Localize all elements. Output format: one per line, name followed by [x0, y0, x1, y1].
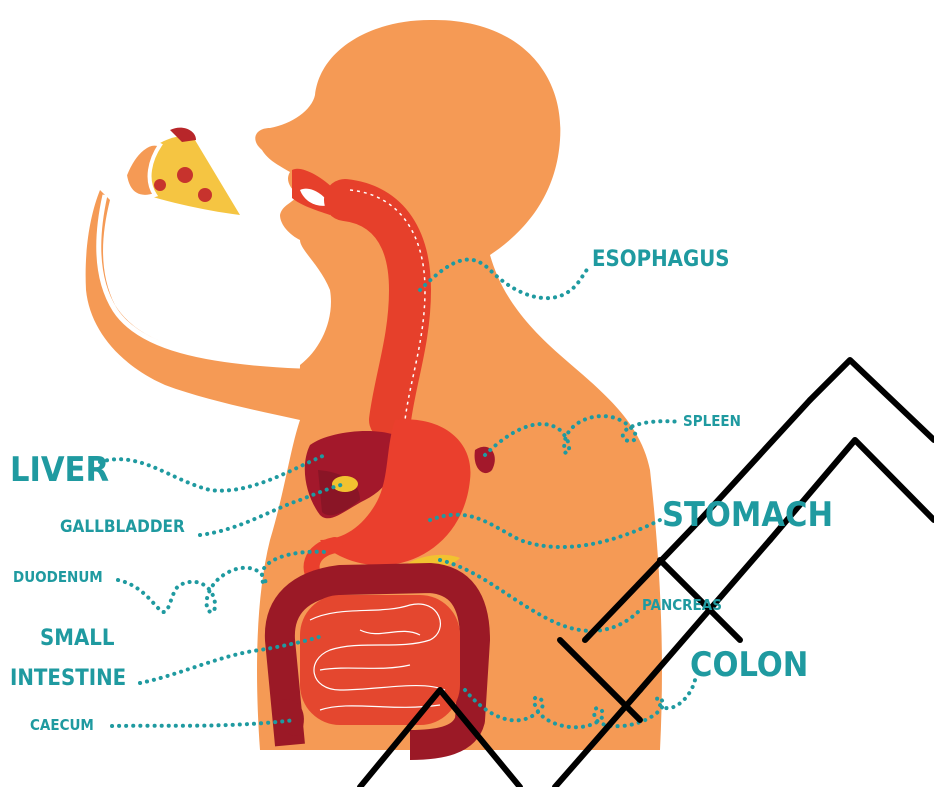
- small-intestine: [300, 595, 460, 725]
- label-esophagus: ESOPHAGUS: [592, 249, 730, 271]
- label-liver: LIVER: [10, 453, 109, 487]
- pizza-slice: [125, 128, 240, 215]
- label-small-intestine-line1: SMALL: [40, 628, 115, 650]
- pepperoni: [177, 167, 193, 183]
- gallbladder: [332, 476, 358, 492]
- label-pancreas: PANCREAS: [642, 598, 722, 613]
- label-caecum: CAECUM: [30, 718, 94, 733]
- label-colon: COLON: [690, 648, 808, 682]
- label-stomach: STOMACH: [662, 498, 833, 532]
- watermark-stroke: [810, 360, 934, 440]
- pepperoni: [198, 188, 212, 202]
- label-small-intestine-line2: INTESTINE: [10, 668, 126, 690]
- label-gallbladder: GALLBLADDER: [60, 519, 185, 536]
- label-duodenum: DUODENUM: [13, 570, 103, 585]
- pepperoni: [154, 179, 166, 191]
- label-spleen: SPLEEN: [683, 414, 741, 429]
